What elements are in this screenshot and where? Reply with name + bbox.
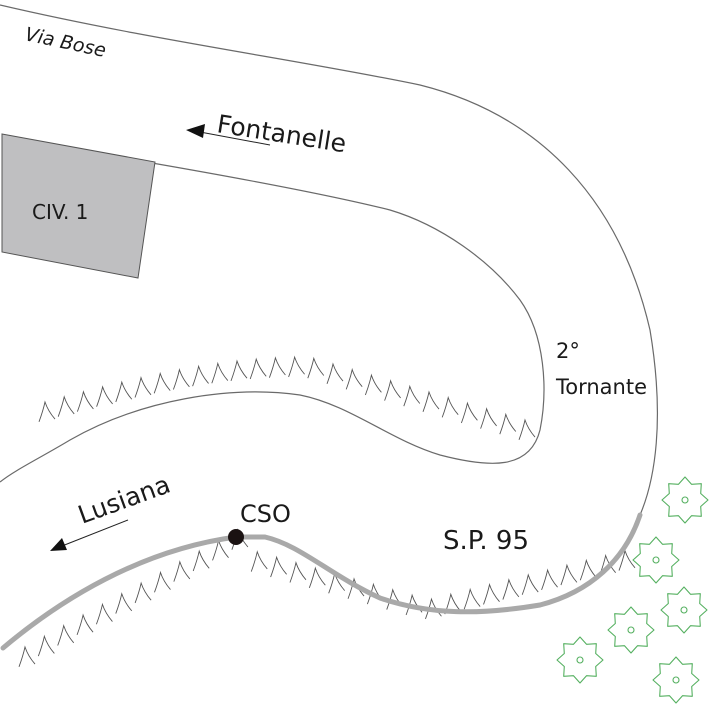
tree-icon xyxy=(632,536,680,584)
hatch-tick xyxy=(38,400,56,422)
hatch-tick xyxy=(153,371,171,394)
tree-center xyxy=(652,556,660,564)
hatch-tick xyxy=(268,356,286,378)
tree-center xyxy=(627,626,635,634)
hatch-tick xyxy=(289,560,307,583)
hatch-tick xyxy=(541,568,558,591)
hatch-tick xyxy=(134,581,152,604)
embankment-lower xyxy=(18,528,636,667)
hatch-tick xyxy=(384,379,401,401)
hatch-tick xyxy=(403,384,421,407)
hatch-tick xyxy=(212,538,229,561)
hatch-tick xyxy=(460,401,478,424)
hatch-tick xyxy=(115,380,133,403)
tree-icon xyxy=(652,656,700,704)
tornante-label: Tornante xyxy=(555,375,647,399)
hatch-tick xyxy=(347,577,365,599)
hatch-tick xyxy=(364,373,382,396)
trees-group xyxy=(556,476,709,704)
via-bose-label: Via Bose xyxy=(23,23,108,62)
lusiana-arrow-icon xyxy=(50,538,67,551)
hatch-tick xyxy=(307,356,325,379)
hatch-tick xyxy=(308,566,326,589)
cso-marker[interactable] xyxy=(228,529,244,545)
lusiana-arrow-line xyxy=(61,519,129,547)
road-edge-outer xyxy=(0,4,659,516)
hatch-tick xyxy=(18,645,36,667)
hatch-tick xyxy=(76,390,94,412)
hatch-tick xyxy=(95,602,113,625)
hatch-tick xyxy=(211,361,229,384)
tree-center xyxy=(680,606,688,614)
tree-icon xyxy=(556,636,604,684)
hatch-tick xyxy=(441,395,459,418)
tree-icon xyxy=(660,586,708,634)
hatch-tick xyxy=(599,553,616,576)
hatch-tick xyxy=(76,613,94,636)
hatch-tick xyxy=(230,359,248,382)
building-label: CIV. 1 xyxy=(32,200,88,224)
fontanelle-arrow-line xyxy=(199,131,271,146)
hatch-tick xyxy=(37,634,55,657)
tree-icon xyxy=(661,476,709,524)
hatch-tick xyxy=(192,549,210,572)
fontanelle-label: Fontanelle xyxy=(215,109,348,158)
road-edge-lower-highlight xyxy=(0,512,643,651)
hatch-tick xyxy=(115,592,133,614)
cso-label: CSO xyxy=(240,500,291,528)
hatch-tick xyxy=(270,555,287,578)
hatch-tick xyxy=(422,390,440,412)
lusiana-label: Lusiana xyxy=(74,470,174,530)
hatch-tick xyxy=(172,368,190,390)
hatch-tick xyxy=(288,355,305,378)
hatch-tick xyxy=(463,587,481,610)
hatch-tick xyxy=(249,357,267,380)
embankment-upper xyxy=(38,355,536,440)
hatch-tick xyxy=(134,375,152,398)
hatch-tick xyxy=(499,412,517,435)
hatch-tick xyxy=(154,570,171,593)
hatch-tick xyxy=(345,367,363,390)
hatch-tick xyxy=(579,558,597,581)
hatch-tick xyxy=(560,563,578,586)
hatch-tick xyxy=(57,624,75,646)
hatch-tick xyxy=(444,592,462,615)
hatch-tick xyxy=(96,385,113,407)
tree-icon xyxy=(607,606,655,654)
hatch-tick xyxy=(480,407,497,429)
hatch-tick xyxy=(326,362,344,384)
hatch-tick xyxy=(521,573,539,595)
tree-center xyxy=(576,656,584,664)
hatch-tick xyxy=(173,560,191,582)
fontanelle-arrow-icon xyxy=(186,124,205,138)
building-civ-1 xyxy=(1,133,156,279)
hatch-tick xyxy=(57,395,75,417)
hatch-tick xyxy=(192,364,209,387)
road-name-label: S.P. 95 xyxy=(443,526,529,556)
tornante-number-label: 2° xyxy=(556,339,580,363)
road-edge-inner-upper xyxy=(0,162,545,483)
hatch-tick xyxy=(502,578,520,600)
tree-center xyxy=(672,676,680,684)
hatch-tick xyxy=(518,418,536,440)
hatch-tick xyxy=(250,550,268,572)
tree-center xyxy=(681,496,689,504)
hatch-tick xyxy=(483,582,500,605)
